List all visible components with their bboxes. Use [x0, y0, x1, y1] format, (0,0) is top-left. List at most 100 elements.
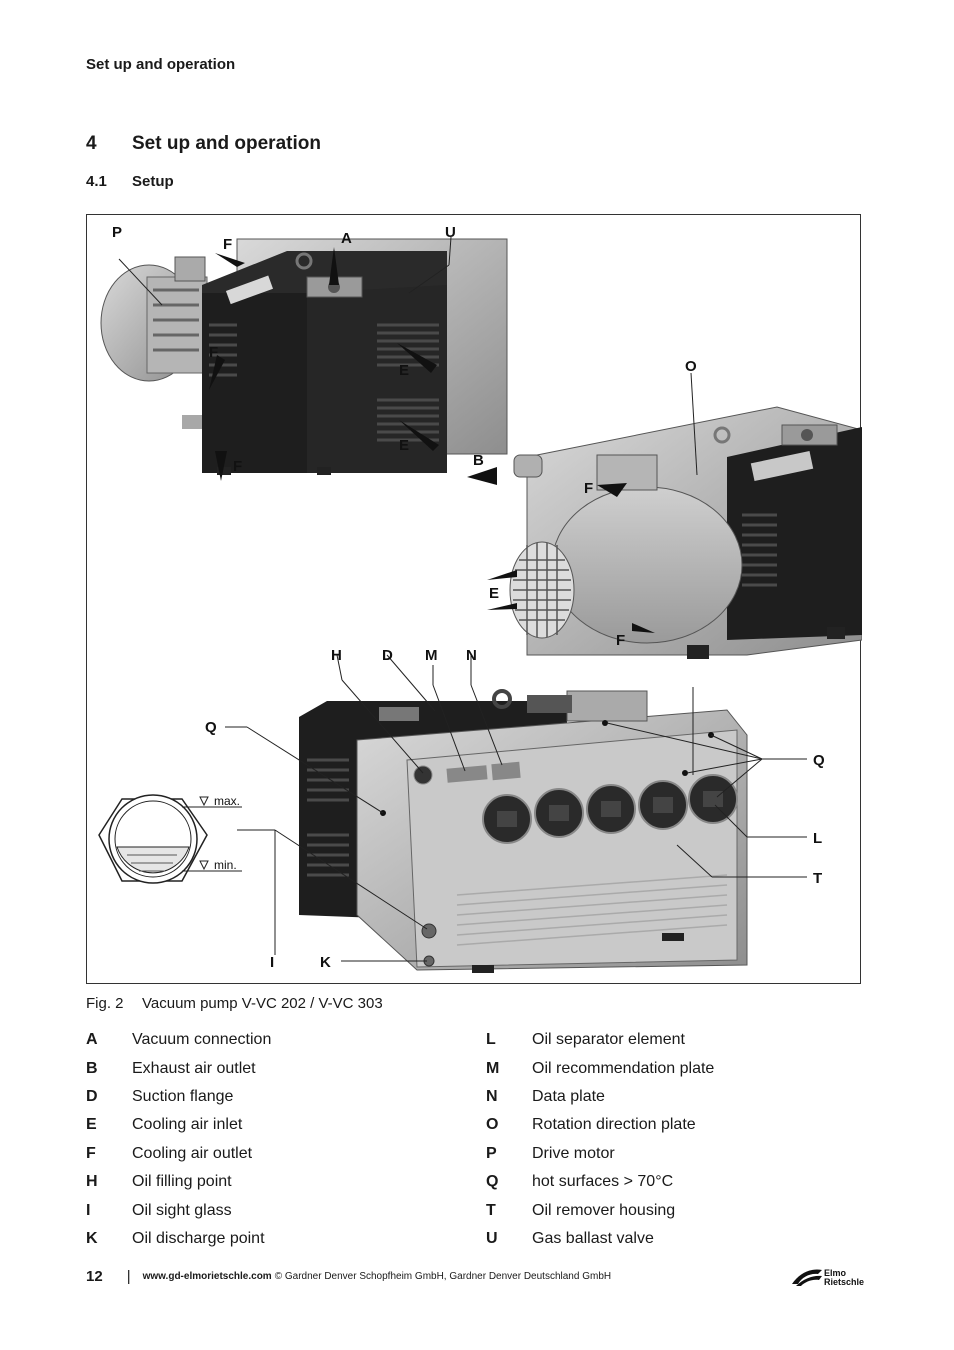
label-e-lower: E [399, 437, 409, 454]
label-q-right: Q [813, 752, 825, 769]
legend-text: Oil recommendation plate [532, 1059, 715, 1077]
legend-key: U [486, 1229, 498, 1247]
arrow-f-middle-lower [632, 623, 655, 633]
label-f-middle: F [584, 480, 593, 497]
sight-glass-min: min. [214, 858, 237, 872]
label-l: L [813, 830, 822, 847]
legend-key: N [486, 1087, 498, 1105]
legend-item: U Gas ballast valve [486, 1225, 714, 1253]
legend-text: Oil remover housing [532, 1201, 676, 1219]
legend-key: D [86, 1087, 98, 1105]
label-o: O [685, 358, 697, 375]
flow-arrows [209, 247, 655, 633]
drive-motor-middle [551, 486, 743, 644]
oil-separator-caps [482, 774, 738, 844]
label-k: K [320, 954, 331, 971]
legend-key: Q [486, 1173, 499, 1191]
legend-key: M [486, 1059, 500, 1077]
legend-item: P Drive motor [486, 1140, 714, 1168]
pump-top-left [100, 238, 508, 475]
legend-item: M Oil recommendation plate [486, 1054, 714, 1082]
pump-middle-right [509, 406, 862, 659]
legend-text: Gas ballast valve [532, 1229, 654, 1247]
footer-url-link[interactable]: www.gd-elmorietschle.com [142, 1271, 272, 1282]
legend-item: K Oil discharge point [86, 1225, 271, 1253]
legend-item: D Suction flange [86, 1083, 271, 1111]
legend-key: B [86, 1059, 98, 1077]
legend-key: E [86, 1116, 97, 1134]
legend-key: H [86, 1173, 98, 1191]
logo-text-elmo: Elmo [824, 1268, 847, 1278]
legend-text: Drive motor [532, 1144, 615, 1162]
label-d: D [382, 647, 393, 664]
arrow-b [467, 467, 497, 485]
logo-text-rietschle: Rietschle [824, 1277, 864, 1287]
arrow-f-bottom [215, 451, 227, 481]
legend-text: Exhaust air outlet [132, 1059, 256, 1077]
footer-copyright: © Gardner Denver Schopfheim GmbH, Gardne… [274, 1271, 612, 1282]
label-p: P [112, 224, 122, 241]
label-f-top: F [223, 236, 232, 253]
arrow-e-middle-upper [487, 570, 517, 580]
legend-key: L [486, 1031, 496, 1049]
legend-item: B Exhaust air outlet [86, 1054, 271, 1082]
arrow-f-top [215, 253, 245, 267]
label-t: T [813, 870, 822, 887]
label-f-left: F [209, 344, 218, 361]
footer-separator: | [126, 1268, 131, 1285]
label-q-left: Q [205, 719, 217, 736]
label-u: U [445, 224, 456, 241]
pump-illustration: max. min. [98, 224, 862, 973]
legend-text: Rotation direction plate [532, 1116, 696, 1134]
section-title: Set up and operation [132, 133, 321, 154]
legend-key: P [486, 1144, 497, 1162]
leader-lines [118, 236, 807, 962]
label-e-upper: E [399, 362, 409, 379]
legend-text: Oil filling point [132, 1173, 232, 1191]
figure-caption-text: Vacuum pump V-VC 202 / V-VC 303 [142, 995, 383, 1012]
elmo-rietschle-logo-icon: Elmo Rietschle [792, 1268, 864, 1287]
sight-glass-max: max. [214, 794, 240, 808]
arrow-e-middle-lower [487, 603, 517, 610]
label-f-bottom: F [233, 458, 242, 475]
legend-key: A [86, 1031, 98, 1049]
pump-figure: max. min. [86, 214, 862, 984]
legend-key: K [86, 1229, 98, 1247]
label-h: H [331, 647, 342, 664]
label-a: A [341, 230, 352, 247]
oil-sight-glass-diagram: max. min. [98, 794, 242, 884]
legend-item: H Oil filling point [86, 1168, 271, 1196]
page-footer: 12 | www.gd-elmorietschle.com © Gardner … [86, 1268, 611, 1285]
pump-bottom [299, 689, 748, 973]
legend-text: Suction flange [132, 1087, 234, 1105]
label-f-middle-lower: F [616, 632, 625, 649]
figure-labels: P F A U F E E F B O F E F H D M N Q Q L … [112, 224, 825, 971]
legend-text: Cooling air inlet [132, 1116, 243, 1134]
label-b: B [473, 452, 484, 469]
legend-item: A Vacuum connection [86, 1026, 271, 1054]
legend-text: Cooling air outlet [132, 1144, 253, 1162]
subsection-number: 4.1 [86, 173, 107, 190]
label-e-middle: E [489, 585, 499, 602]
legend-text: hot surfaces > 70°C [532, 1173, 674, 1191]
arrow-f-middle [597, 483, 627, 497]
legend-key: F [86, 1144, 96, 1162]
label-n: N [466, 647, 477, 664]
legend-item: E Cooling air inlet [86, 1111, 271, 1139]
legend-text: Vacuum connection [132, 1031, 272, 1049]
arrow-a [329, 247, 339, 285]
legend-key: T [486, 1201, 496, 1219]
label-m: M [425, 647, 438, 664]
running-head: Set up and operation [86, 56, 236, 73]
legend-left: A Vacuum connection B Exhaust air outlet D… [86, 1026, 271, 1253]
legend-text: Oil discharge point [132, 1229, 265, 1247]
subsection-title: Setup [132, 173, 174, 190]
page-number: 12 [86, 1268, 103, 1285]
